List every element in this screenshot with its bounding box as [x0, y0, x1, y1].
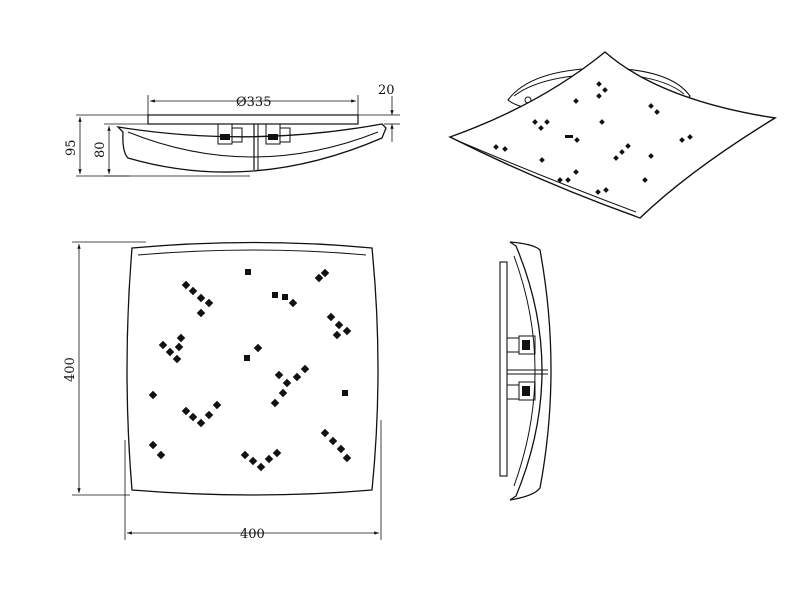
side-ceiling-plate [499, 261, 508, 477]
dimension-front-width-label: 400 [240, 527, 265, 542]
perspective-pattern [493, 81, 693, 195]
dimension-front-height: 400 [63, 241, 146, 496]
dimension-diameter-label: Ø335 [236, 95, 271, 110]
front-view: 400 400 [63, 241, 382, 542]
shade-perspective-rim [455, 139, 637, 213]
shade-front-outline [126, 241, 379, 496]
shade-perspective [448, 51, 777, 219]
perspective-view [448, 51, 777, 219]
dimension-shade-height-label: 80 [93, 141, 108, 158]
dimension-front-width: 400 [124, 420, 382, 542]
side-elevation-view: Ø335 20 95 80 [64, 83, 400, 177]
shade-front-edge [137, 249, 367, 256]
side-profile-view [499, 241, 552, 501]
ceiling-plate [147, 114, 359, 125]
dimension-mount-depth-label: 20 [378, 83, 395, 98]
dimension-mount-depth: 20 [358, 83, 400, 142]
dimension-diameter: Ø335 [147, 95, 359, 115]
side-lamp-holder-top [506, 335, 536, 355]
dimension-total-height-label: 95 [64, 139, 79, 156]
shade-inner-curve [127, 131, 379, 158]
front-pattern [148, 268, 352, 472]
dimension-front-height-label: 400 [63, 357, 78, 382]
lamp-holder-left [217, 123, 243, 145]
side-lamp-holder-bottom [506, 381, 536, 401]
side-shade-outline [509, 241, 552, 501]
shade-outline [116, 123, 387, 173]
dimension-shade-height: 80 [93, 123, 148, 177]
lamp-holder-right [265, 123, 291, 145]
